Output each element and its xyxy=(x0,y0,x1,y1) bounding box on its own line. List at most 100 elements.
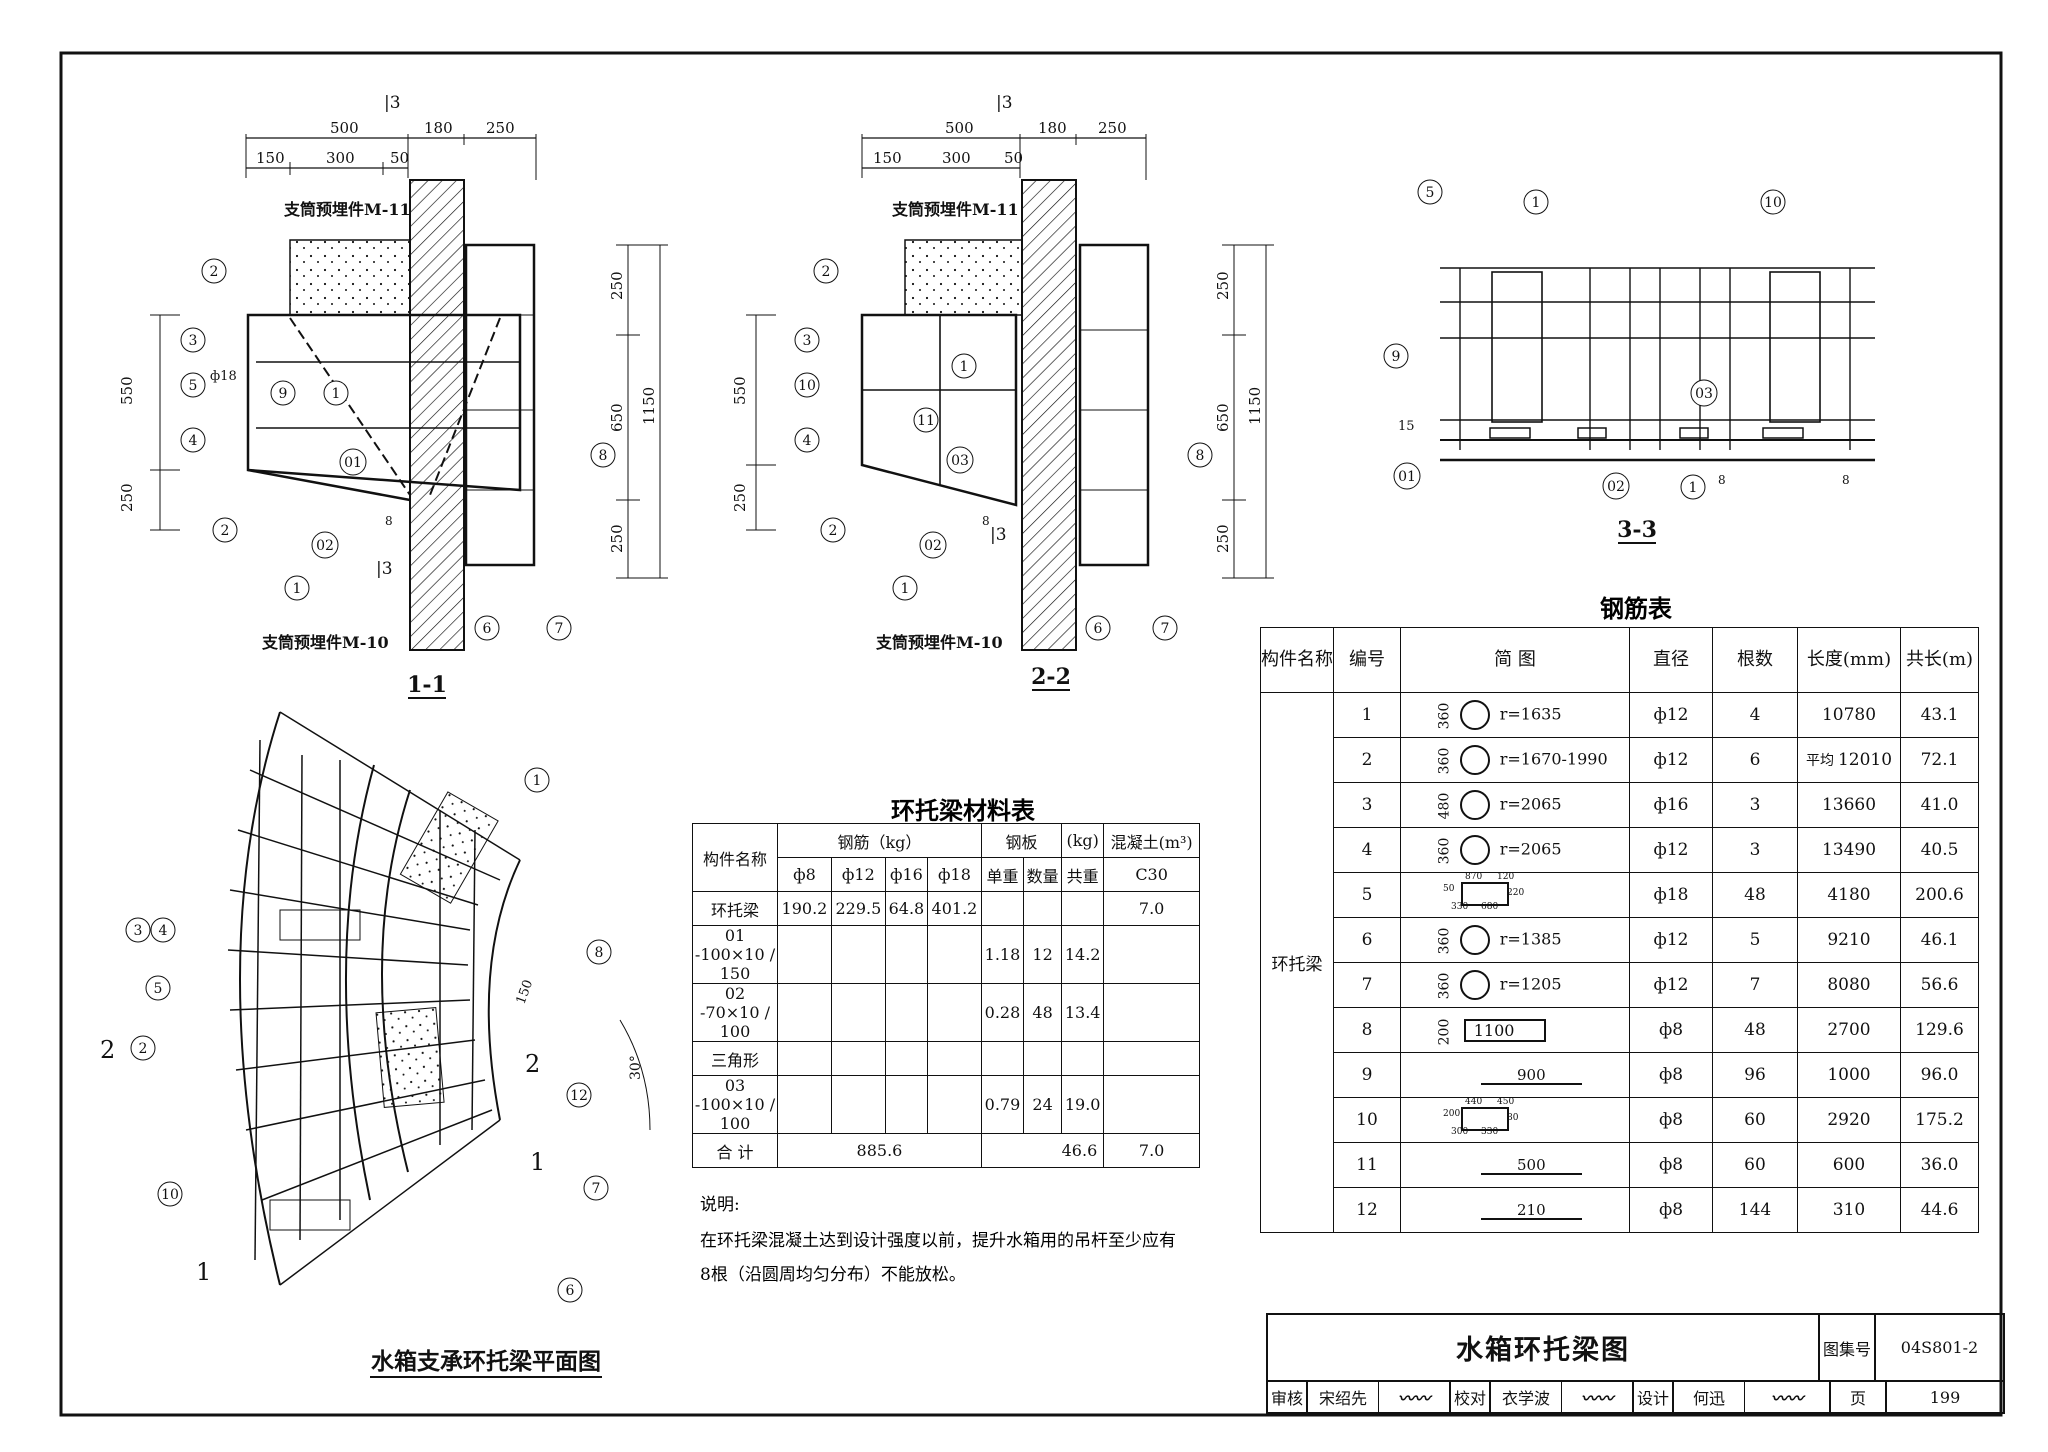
length-value: 12010 xyxy=(1837,750,1893,770)
dim-550-left: 550 xyxy=(731,376,749,405)
hdr-total-weight: 共重 xyxy=(1061,857,1105,892)
cell: 1.18 xyxy=(980,925,1025,984)
sketch-height: 360 xyxy=(1436,972,1453,999)
callout-8: 8 xyxy=(599,448,608,464)
hdr-member: 构件名称 xyxy=(1260,627,1334,693)
bent-bar-dim: 680 xyxy=(1481,901,1499,912)
length-cell: 2920 xyxy=(1797,1097,1901,1143)
cell xyxy=(1061,891,1105,926)
section-title-3-3: 3-3 xyxy=(1617,517,1657,543)
callout-3: 3 xyxy=(803,333,812,349)
review-label: 审核 xyxy=(1268,1382,1308,1412)
cell xyxy=(1023,891,1063,926)
callout-02: 02 xyxy=(1607,479,1625,495)
callout-11: 11 xyxy=(917,413,935,429)
dim-180: 180 xyxy=(424,119,453,137)
cell xyxy=(830,983,886,1042)
tag-8: 8 xyxy=(982,514,990,528)
bent-bar-dim: 330 xyxy=(1481,1126,1499,1137)
hdr-d16: ф16 xyxy=(884,857,928,892)
dim-650-right: 650 xyxy=(1214,403,1232,432)
cut-mark-top: |3 xyxy=(996,93,1013,113)
cell xyxy=(777,925,832,984)
dim-250b-right: 250 xyxy=(1214,524,1232,553)
checker-signature: 〰〰 xyxy=(1562,1382,1634,1412)
length-cell: 1000 xyxy=(1797,1052,1901,1098)
cell: 24 xyxy=(1023,1075,1063,1134)
dia-cell: ф12 xyxy=(1629,917,1713,963)
atlas-number: 04S801-2 xyxy=(1876,1315,2003,1382)
count-cell: 5 xyxy=(1712,917,1798,963)
callout-03: 03 xyxy=(951,453,969,469)
tag-8b: 8 xyxy=(1842,473,1850,487)
total-cell: 200.6 xyxy=(1900,872,1979,918)
callout-2: 2 xyxy=(210,264,219,280)
embed-m11-label: 支筒预埋件M-11 xyxy=(283,200,411,219)
dim-250: 250 xyxy=(486,119,515,137)
support-wall xyxy=(1021,179,1077,651)
cell xyxy=(1103,1041,1200,1076)
callout-1b: 1 xyxy=(1689,480,1698,496)
sec-mark-1-left: 1 xyxy=(196,1258,211,1286)
bent-bar-dim: 450 xyxy=(1497,1096,1515,1107)
cell: 48 xyxy=(1023,983,1063,1042)
dia-cell: ф8 xyxy=(1629,1052,1713,1098)
table-row: 02 -70×10 / 100 0.28 48 13.4 xyxy=(692,983,1200,1042)
cell: 401.2 xyxy=(926,891,982,926)
callout-3: 3 xyxy=(189,333,198,349)
no-cell: 8 xyxy=(1333,1007,1401,1053)
length-cell: 8080 xyxy=(1797,962,1901,1008)
outer-column xyxy=(1078,243,1150,567)
bent-bar-shape xyxy=(1461,1106,1509,1131)
cell xyxy=(1023,1041,1063,1076)
callout-02: 02 xyxy=(924,538,942,554)
cell xyxy=(1103,925,1200,984)
total-concrete: 7.0 xyxy=(1103,1133,1200,1168)
length-cell: 10780 xyxy=(1797,692,1901,738)
callout-9: 9 xyxy=(1392,349,1401,365)
length-value: 2920 xyxy=(1827,1110,1871,1130)
hdr-plate: 钢板 xyxy=(980,823,1063,858)
count-cell: 48 xyxy=(1712,1007,1798,1053)
count-cell: 96 xyxy=(1712,1052,1798,1098)
length-cell: 13490 xyxy=(1797,827,1901,873)
callout-7: 7 xyxy=(1161,621,1170,637)
dim-650-right: 650 xyxy=(608,403,626,432)
stirrup-rect-icon: 1100 xyxy=(1463,1018,1547,1042)
total-cell: 46.1 xyxy=(1900,917,1979,963)
section-3-3: 15 5 1 10 9 03 01 02 1 8 8 3-3 xyxy=(1383,179,1875,544)
sketch-height: 200 xyxy=(1436,1018,1453,1045)
straight-bar-icon: 900 xyxy=(1481,1067,1582,1085)
dim-1150-right: 1150 xyxy=(640,387,658,425)
callout-8: 8 xyxy=(595,945,604,961)
cell xyxy=(1103,1075,1200,1134)
notes-heading: 说明: xyxy=(700,1195,740,1215)
material-table: 构件名称 钢筋（kg） 钢板 (kg) 混凝土(m³) ф8 ф12 ф16 ф… xyxy=(692,823,1200,1168)
callout-1b: 1 xyxy=(293,581,302,597)
bent-bar-dim: 120 xyxy=(1497,871,1515,882)
length-value: 9210 xyxy=(1827,930,1871,950)
cut-mark-top: |3 xyxy=(384,93,401,113)
radius-label: r=1670-1990 xyxy=(1499,749,1608,769)
total-cell: 43.1 xyxy=(1900,692,1979,738)
dia-cell: ф8 xyxy=(1629,1142,1713,1188)
angle-30: 30° xyxy=(628,1055,644,1080)
hdr-rebar: 钢筋（kg） xyxy=(777,823,982,858)
total-rebar: 885.6 xyxy=(777,1133,982,1168)
sketch-height: 360 xyxy=(1436,837,1453,864)
callout-5: 5 xyxy=(154,981,163,997)
callout-2b: 2 xyxy=(221,523,230,539)
dim-50: 50 xyxy=(1004,149,1023,167)
title-block: 水箱环托梁图 图集号 04S801-2 审核 宋绍先 〰〰 校对 衣学波 〰〰 … xyxy=(1266,1313,2005,1414)
cell: 三角形 xyxy=(692,1041,778,1076)
sketch-height: 480 xyxy=(1436,792,1453,819)
callout-7: 7 xyxy=(555,621,564,637)
hdr-d18: ф18 xyxy=(926,857,982,892)
bent-bar-dim: 330 xyxy=(1451,901,1469,912)
cell: 12 xyxy=(1023,925,1063,984)
